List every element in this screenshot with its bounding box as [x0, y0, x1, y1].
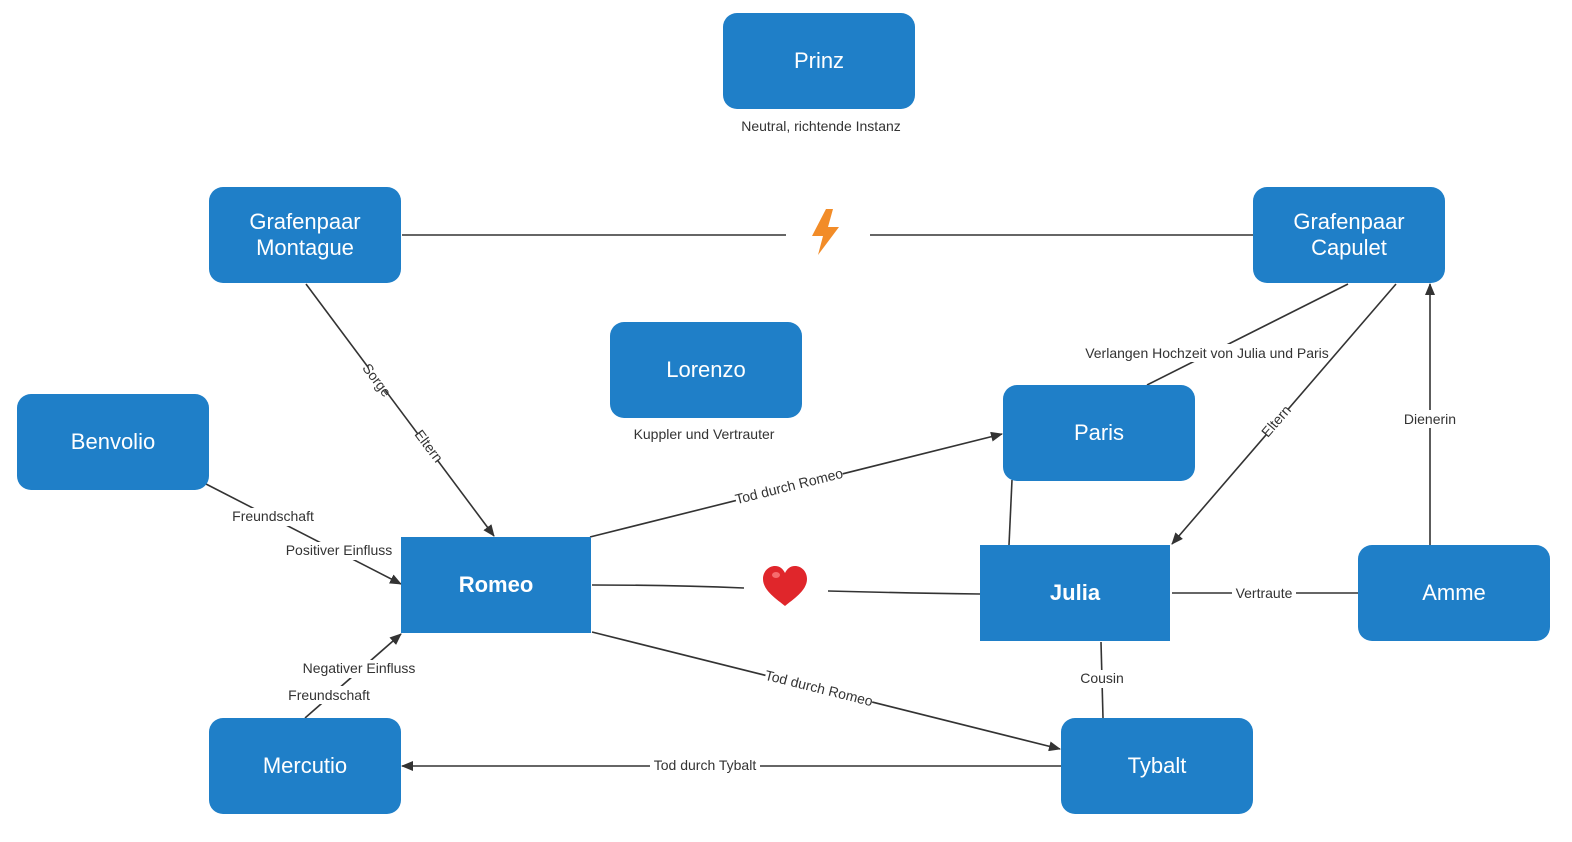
edge-label-tod-paris: Tod durch Romeo	[733, 465, 844, 507]
node-tybalt[interactable]: Tybalt	[1061, 718, 1253, 814]
lightning-bolt-icon	[812, 209, 839, 255]
edge-label-vertraute: Vertraute	[1236, 585, 1293, 601]
node-romeo[interactable]: Romeo	[401, 537, 591, 633]
caption-lorenzo: Kuppler und Vertrauter	[633, 426, 775, 442]
edge-benvolio-romeo	[205, 483, 402, 585]
node-lorenzo[interactable]: Lorenzo	[610, 322, 802, 418]
edge-montague-romeo	[305, 283, 495, 537]
edge-label-tod-mercutio: Tod durch Tybalt	[654, 757, 757, 773]
edge-label-negativer-einfluss: Negativer Einfluss	[303, 660, 416, 676]
edge-capulet-paris	[1146, 283, 1349, 386]
node-label-paris: Paris	[1073, 420, 1125, 445]
node-label-mercutio: Mercutio	[262, 753, 348, 778]
caption-prinz: Neutral, richtende Instanz	[741, 118, 901, 134]
node-capulet[interactable]: Grafenpaar Capulet	[1253, 187, 1445, 283]
edge-label-positiver-einfluss: Positiver Einfluss	[286, 542, 393, 558]
node-label-capulet: Grafenpaar Capulet	[1293, 209, 1405, 260]
edge-label-tod-tybalt: Tod durch Romeo	[763, 667, 874, 709]
node-label-montague: Grafenpaar Montague	[249, 209, 361, 260]
love-edge-right	[827, 590, 981, 595]
node-amme[interactable]: Amme	[1358, 545, 1550, 641]
node-prinz[interactable]: Prinz	[723, 13, 915, 109]
node-mercutio[interactable]: Mercutio	[209, 718, 401, 814]
edge-label-dienerin: Dienerin	[1404, 411, 1456, 427]
edge-label-verlangen-hochzeit: Verlangen Hochzeit von Julia und Paris	[1085, 345, 1329, 361]
node-montague[interactable]: Grafenpaar Montague	[209, 187, 401, 283]
edge-label-eltern-montague: Eltern	[412, 427, 447, 466]
node-benvolio[interactable]: Benvolio	[17, 394, 209, 490]
node-label-tybalt: Tybalt	[1127, 753, 1187, 778]
edge-label-freundschaft-benvolio: Freundschaft	[232, 508, 314, 524]
node-label-benvolio: Benvolio	[70, 429, 156, 454]
edge-label-cousin: Cousin	[1080, 670, 1124, 686]
node-label-lorenzo: Lorenzo	[666, 357, 746, 382]
edge-paris-julia	[1008, 479, 1013, 546]
node-label-romeo: Romeo	[458, 572, 534, 597]
node-label-prinz: Prinz	[793, 48, 845, 73]
node-julia[interactable]: Julia	[980, 545, 1170, 641]
node-label-amme: Amme	[1422, 580, 1486, 605]
edge-label-freundschaft-mercutio: Freundschaft	[288, 687, 370, 703]
node-paris[interactable]: Paris	[1003, 385, 1195, 481]
love-edge-left	[591, 584, 745, 589]
heart-icon	[763, 566, 807, 606]
node-label-julia: Julia	[1049, 580, 1101, 605]
